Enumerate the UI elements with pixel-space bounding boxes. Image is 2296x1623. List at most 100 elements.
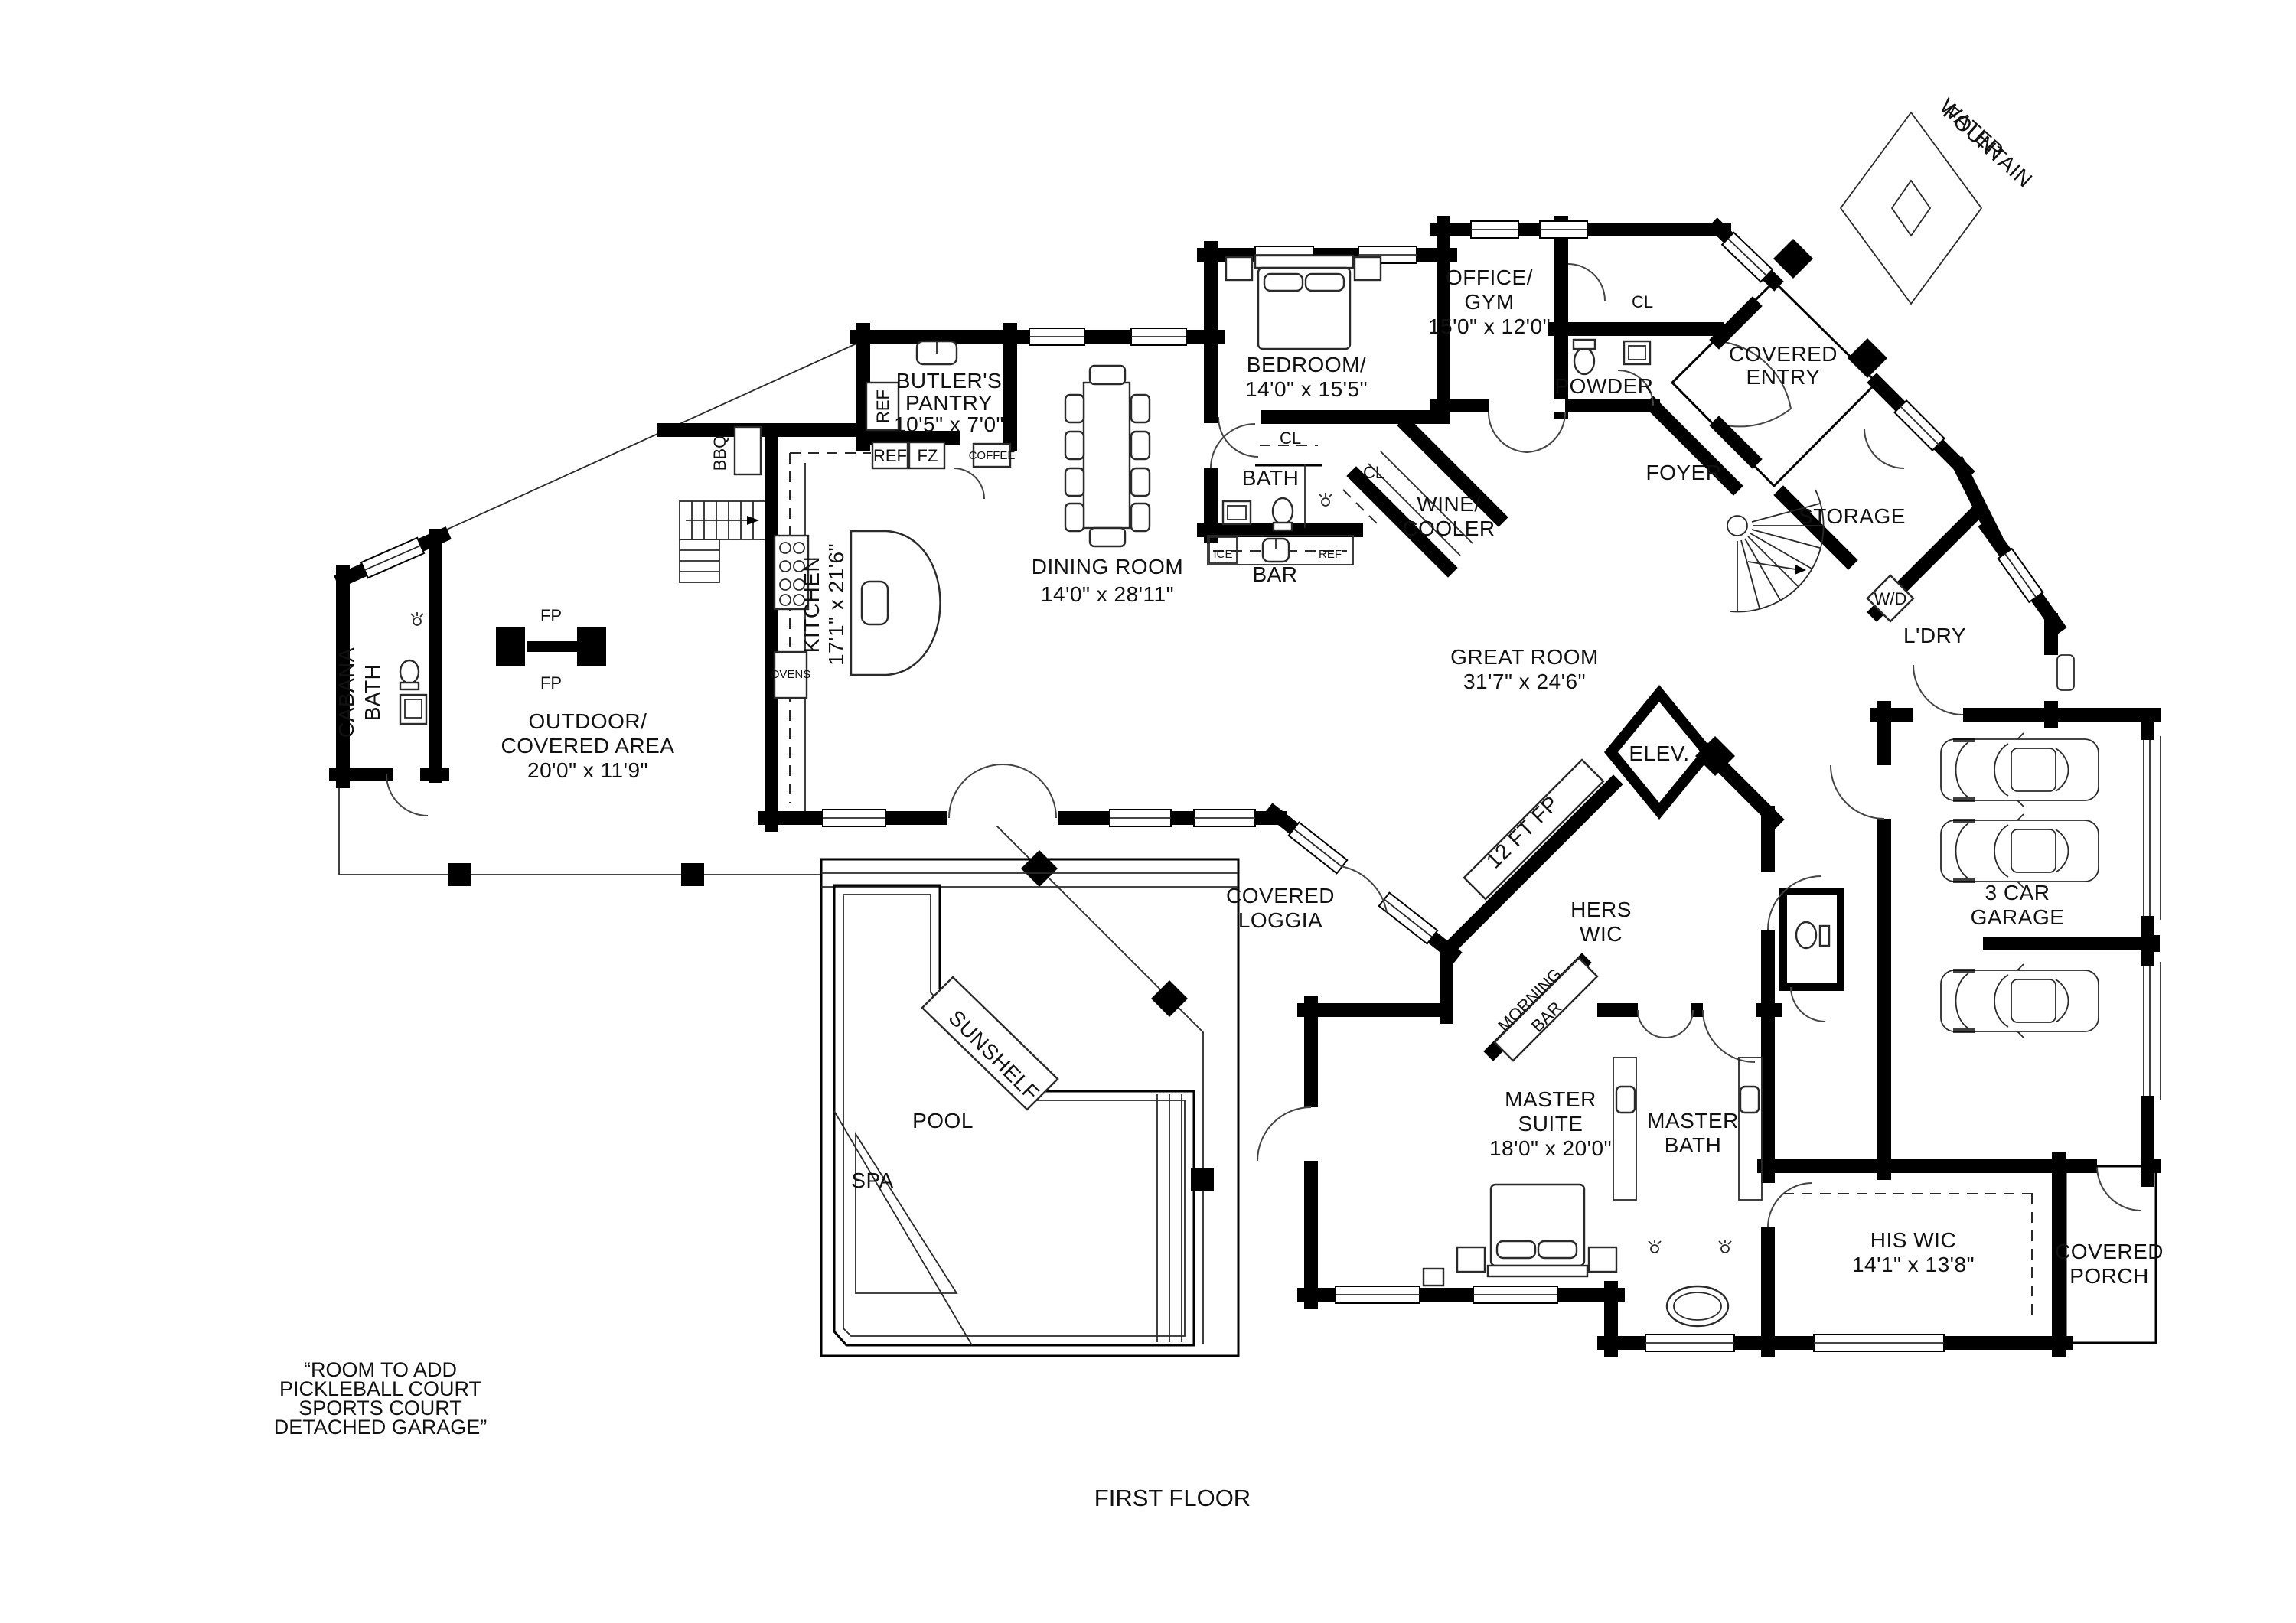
pool-outline [833, 884, 1195, 1347]
label-laundry: L'DRY [1903, 624, 1966, 647]
label-garage-2: GARAGE [1971, 905, 2065, 929]
cabana-fixtures [399, 612, 428, 725]
label-his-wic-dims: 14'1" x 13'8" [1852, 1253, 1975, 1276]
label-office: OFFICE/ [1446, 266, 1533, 289]
label-master-suite: MASTER [1505, 1087, 1596, 1111]
kitchen-fixtures [773, 340, 1012, 811]
label-outdoor-area-2: COVERED AREA [501, 734, 675, 758]
label-outdoor-area: OUTDOOR/ [529, 709, 647, 733]
label-closet-office: CL [1632, 292, 1653, 311]
floor-title: FIRST FLOOR [1094, 1484, 1251, 1511]
label-ice: ICE [1213, 548, 1232, 561]
pool-steps [1156, 1094, 1182, 1342]
label-storage: STORAGE [1799, 504, 1906, 528]
label-covered-loggia-2: LOGGIA [1238, 908, 1322, 932]
label-pantry-ref: REF [873, 389, 892, 423]
label-hers-wic: HERS [1570, 898, 1632, 921]
label-office-dims: 15'0" x 12'0" [1428, 314, 1551, 338]
label-cabana: CABANA [334, 647, 358, 738]
master-bed [1422, 1183, 1618, 1287]
label-cabana-2: BATH [360, 664, 384, 722]
label-bar-ref: REF [1319, 548, 1342, 561]
car-3 [1940, 963, 2099, 1038]
label-water-fountain-2: FOUNTAIN [1939, 100, 2037, 192]
label-pantry-dims: 10'5" x 7'0" [894, 412, 1004, 436]
label-great-room-dims: 31'7" x 24'6" [1463, 670, 1586, 693]
laundry-fixtures [1866, 574, 2075, 691]
label-fp-bottom: FP [540, 673, 562, 693]
bbq-grill [733, 425, 762, 476]
label-spa: SPA [851, 1168, 893, 1192]
label-covered-loggia: COVERED [1226, 884, 1335, 908]
label-kitchen-fz: FZ [918, 446, 938, 465]
label-pantry: BUTLER'S [896, 369, 1003, 393]
outdoor-stairs [679, 500, 771, 583]
ovens-box [773, 650, 808, 699]
label-wine-2: COOLER [1402, 517, 1495, 540]
label-fp-top: FP [540, 606, 562, 625]
label-powder: POWDER [1555, 374, 1654, 398]
guest-bath-fixtures [1221, 445, 1332, 532]
note-line-3: SPORTS COURT [298, 1396, 462, 1419]
kitchen-fz-box [908, 441, 946, 470]
car-2 [1940, 813, 2099, 888]
label-coffee: COFFEE [969, 449, 1016, 462]
label-covered-entry-2: ENTRY [1746, 365, 1821, 389]
label-dining: DINING ROOM [1032, 555, 1183, 578]
bar-counter [1207, 535, 1354, 565]
master-bath-fixtures [1613, 921, 1831, 1328]
label-kitchen-ref: REF [873, 446, 907, 465]
kitchen-ref-box [871, 441, 909, 470]
label-closet-bedroom: CL [1280, 429, 1301, 448]
label-wine: WINE/ [1417, 492, 1480, 516]
label-pool: POOL [912, 1109, 974, 1133]
sunshelf-shape [921, 976, 1059, 1111]
garage-contents [1940, 732, 2160, 1038]
guest-bed [1225, 254, 1382, 350]
windows [360, 220, 2161, 1352]
water-fountain [1839, 111, 1983, 305]
outdoor-covered-area [496, 500, 771, 666]
coffee-box [972, 442, 1012, 468]
note-line-1: “ROOM TO ADD [304, 1358, 457, 1381]
dining-table-set [1064, 364, 1151, 548]
label-master-bath: MASTER [1647, 1109, 1739, 1133]
covered-entry-structure [1670, 279, 1879, 488]
label-outdoor-area-dims: 20'0" x 11'9" [527, 758, 648, 782]
his-wic-rods [1783, 1193, 2036, 1320]
pool-area [820, 858, 1240, 1357]
doors [386, 263, 2142, 1228]
label-bedroom: BEDROOM/ [1247, 353, 1366, 376]
label-covered-entry: COVERED [1729, 342, 1838, 366]
label-foyer: FOYER [1646, 461, 1722, 484]
spa [833, 1110, 973, 1346]
label-pantry-2: PANTRY [905, 391, 993, 415]
car-1 [1940, 732, 2099, 807]
label-covered-porch-2: PORCH [2069, 1264, 2149, 1288]
interior-walls [1197, 216, 2154, 1357]
powder-fixtures [1572, 338, 1652, 376]
label-office-2: GYM [1464, 290, 1514, 314]
label-his-wic: HIS WIC [1870, 1228, 1956, 1252]
wine-cooler-shelving [1342, 451, 1473, 556]
label-garage: 3 CAR [1985, 881, 2050, 904]
label-elevator: ELEV. [1629, 741, 1689, 765]
washer-dryer [1866, 574, 1915, 623]
note-line-4: DETACHED GARAGE” [274, 1416, 488, 1439]
kitchen-island [850, 530, 941, 676]
pantry-ref-box [865, 381, 900, 432]
curved-staircase [1727, 489, 1825, 613]
elevator-shaft [1603, 684, 1735, 820]
label-dining-dims: 14'0" x 28'11" [1041, 582, 1174, 606]
label-master-suite-dims: 18'0" x 20'0" [1489, 1136, 1612, 1160]
annotations: “ROOM TO ADD PICKLEBALL COURT SPORTS COU… [274, 1358, 1251, 1511]
label-hers-wic-2: WIC [1580, 922, 1623, 946]
label-master-suite-2: SUITE [1518, 1112, 1583, 1136]
label-kitchen-dims: 17'1" x 21'6" [824, 543, 848, 666]
label-master-bath-2: BATH [1665, 1133, 1722, 1157]
label-kitchen: KITCHEN [800, 556, 823, 653]
cooktop [773, 534, 810, 611]
label-ovens: OVENS [771, 668, 811, 681]
